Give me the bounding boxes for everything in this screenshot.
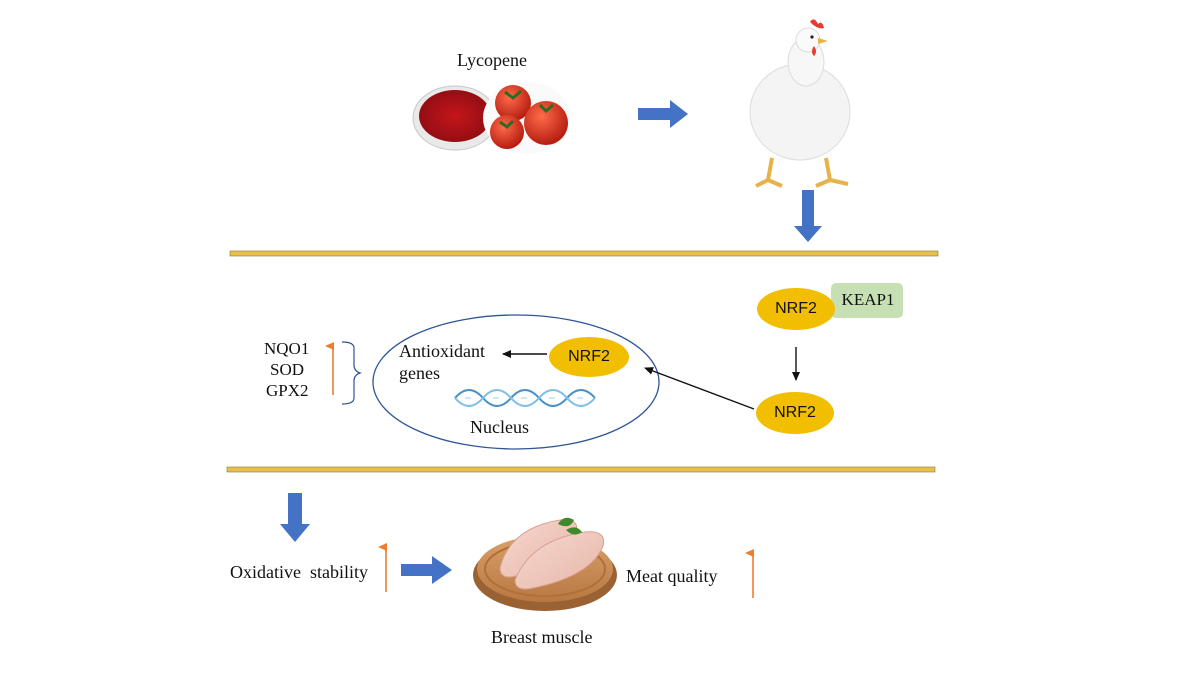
lycopene-label: Lycopene: [457, 50, 527, 70]
chicken-image: [749, 19, 851, 188]
flow-arrow-right-top: [638, 100, 688, 128]
nucleus-label: Nucleus: [470, 417, 529, 437]
gene-nqo1-label: NQO1: [264, 339, 310, 358]
oxidative-stability-label: Oxidative stability: [230, 562, 368, 582]
nrf2-free-ellipse: [756, 392, 834, 434]
divider-bottom: [226, 466, 936, 473]
flow-arrow-right-bottom: [401, 556, 452, 584]
gene-gpx2-label: GPX2: [266, 381, 309, 400]
breast-muscle-label: Breast muscle: [491, 627, 593, 647]
antioxidant-label: Antioxidant: [399, 341, 485, 361]
nucleus-ellipse: [372, 314, 660, 450]
arrow-to-nucleus: [644, 367, 755, 410]
keap1-label: KEAP1: [841, 290, 895, 309]
nrf2-nucleus-label: NRF2: [568, 348, 610, 365]
lycopene-image: [412, 82, 571, 154]
gene-sod-label: SOD: [270, 360, 305, 379]
genes-label: genes: [399, 363, 440, 383]
breast-muscle-image: [473, 517, 617, 611]
meat-quality-label: Meat quality: [626, 566, 718, 586]
dna-helix-icon: [454, 389, 596, 407]
flow-arrow-down-bottom: [280, 493, 310, 542]
keap1-box: [831, 283, 903, 318]
divider-top: [229, 250, 939, 257]
genes-brace: [341, 341, 362, 405]
flow-arrow-down-top: [794, 190, 822, 242]
nrf2-free-label: NRF2: [774, 404, 816, 421]
nrf2-complex-label: NRF2: [775, 300, 817, 317]
nrf2-nucleus-ellipse: [549, 337, 629, 377]
nrf2-complex-ellipse: [757, 288, 835, 330]
